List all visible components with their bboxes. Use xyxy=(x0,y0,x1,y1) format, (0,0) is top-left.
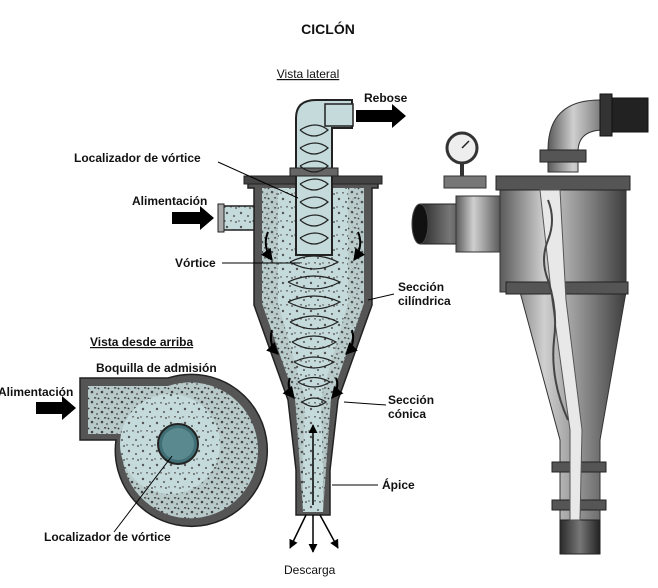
cyclone-photo xyxy=(411,93,649,555)
side-view-heading: Vista lateral xyxy=(277,67,339,81)
label-alimentacion-side: Alimentación xyxy=(132,194,207,208)
label-apice: Ápice xyxy=(382,477,415,492)
label-vortice: Vórtice xyxy=(175,256,216,270)
leader-localizador-top xyxy=(113,455,173,533)
label-seccion-conica-2: cónica xyxy=(388,407,426,421)
leader-cilindrica xyxy=(367,293,395,301)
label-seccion-cilindrica-1: Sección xyxy=(398,280,444,294)
label-descarga: Descarga xyxy=(284,563,336,577)
label-seccion-conica-1: Sección xyxy=(388,393,434,407)
label-localizador-top: Localizador de vórtice xyxy=(44,530,171,544)
cyclone-interior xyxy=(262,188,364,512)
discharge-arrows xyxy=(289,514,339,553)
label-alimentacion-top: Alimentación xyxy=(0,385,73,399)
top-view-heading: Vista desde arriba xyxy=(90,335,193,349)
top-view: Vista desde arriba Boquilla de admisión … xyxy=(0,335,269,544)
feed-arrow xyxy=(172,206,214,230)
overflow-arrow xyxy=(356,104,406,128)
diagram-title: CICLÓN xyxy=(301,20,355,37)
side-view: Vista lateral xyxy=(74,67,451,577)
leader-conica xyxy=(343,401,387,406)
top-feed-arrow xyxy=(36,396,76,420)
vortex-finder xyxy=(295,99,353,256)
label-rebose: Rebose xyxy=(364,91,408,105)
feed-inlet xyxy=(219,205,255,231)
leader-localizador xyxy=(217,161,299,199)
label-seccion-cilindrica-2: cilíndrica xyxy=(398,294,451,308)
label-boquilla: Boquilla de admisión xyxy=(96,361,217,375)
outer-vortex-arrows xyxy=(260,231,366,399)
label-localizador-side: Localizador de vórtice xyxy=(74,151,201,165)
vortex-spiral xyxy=(287,124,342,408)
